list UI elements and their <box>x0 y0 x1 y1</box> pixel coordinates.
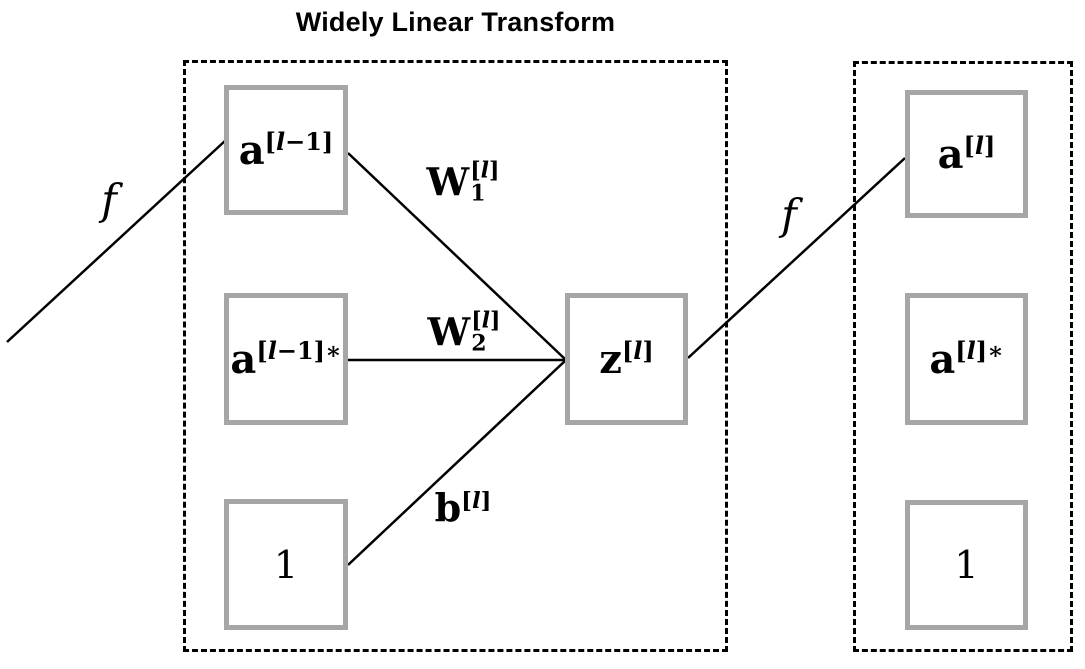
sup-rest: ] <box>984 130 996 160</box>
sup-var: l <box>974 130 985 160</box>
f-glyph: f <box>101 175 117 224</box>
node-a-next-conj: a[l]∗ <box>905 293 1028 425</box>
math-base: a <box>230 335 257 383</box>
sup-open: [ <box>461 487 472 514</box>
output-activations-group <box>853 61 1073 652</box>
sup-var: l <box>966 335 976 365</box>
sup-open: [ <box>470 157 481 184</box>
sup-rest: ] <box>480 487 492 514</box>
node-a-prev-label: a[l−1] <box>239 126 334 171</box>
node-a-prev: a[l−1] <box>224 85 348 215</box>
node-a-next-label: a[l] <box>938 130 996 175</box>
node-a-next-conj-label: a[l]∗ <box>929 335 1004 380</box>
node-z: z[l] <box>565 293 688 425</box>
sup-rest: −1]∗ <box>276 335 342 365</box>
node-one-left: 1 <box>224 499 348 630</box>
math-base: a <box>937 130 964 178</box>
label-f-in: f <box>101 179 117 221</box>
sup-rest: ] <box>490 307 501 334</box>
edge-f-in-line <box>6 139 227 343</box>
sup-open: [ <box>621 335 634 365</box>
f-glyph: f <box>781 190 797 239</box>
sup-var: l <box>471 487 481 514</box>
sup-var: l <box>481 307 491 334</box>
math-base: a <box>929 335 956 383</box>
sup-open: [ <box>471 307 482 334</box>
sup-open: [ <box>955 335 967 365</box>
math-base: z <box>599 335 622 383</box>
node-z-label: z[l] <box>599 335 654 380</box>
node-one-right-label: 1 <box>954 543 979 587</box>
sup-var: l <box>267 335 277 365</box>
math-base: b <box>434 485 462 530</box>
sup-group: [l] <box>470 157 500 184</box>
math-base: a <box>238 126 265 174</box>
edge-f-out-line <box>687 157 906 359</box>
edge-w1-line <box>347 152 567 361</box>
sup-rest: −1] <box>285 126 334 156</box>
node-one-right: 1 <box>905 500 1028 630</box>
label-f-out: f <box>781 194 797 236</box>
sup-open: [ <box>264 126 276 156</box>
sup-rest: ]∗ <box>975 335 1004 365</box>
edge-b-line <box>347 359 567 566</box>
sup-rest: ] <box>489 157 500 184</box>
node-a-prev-conj-label: a[l−1]∗ <box>230 335 342 380</box>
node-a-prev-conj: a[l−1]∗ <box>224 293 348 425</box>
node-a-next: a[l] <box>905 90 1028 218</box>
sub-index: 2 <box>471 330 487 357</box>
math-base: W <box>427 309 471 355</box>
label-w2: W[l]2 <box>428 309 501 359</box>
sup-var: l <box>633 335 643 365</box>
sup-rest: ] <box>642 335 654 365</box>
math-base: W <box>426 159 470 205</box>
sup-open: [ <box>963 130 975 160</box>
label-w1: W[l]1 <box>427 159 500 209</box>
widely-linear-transform-group <box>183 60 728 652</box>
node-one-left-label: 1 <box>273 542 299 587</box>
sup-open: [ <box>256 335 268 365</box>
sup-group: [l] <box>471 307 501 334</box>
diagram-title: Widely Linear Transform <box>295 7 616 37</box>
sup-var: l <box>275 126 286 156</box>
sub-index: 1 <box>470 180 486 207</box>
sup-var: l <box>480 157 490 184</box>
label-b: b[l] <box>435 489 492 527</box>
